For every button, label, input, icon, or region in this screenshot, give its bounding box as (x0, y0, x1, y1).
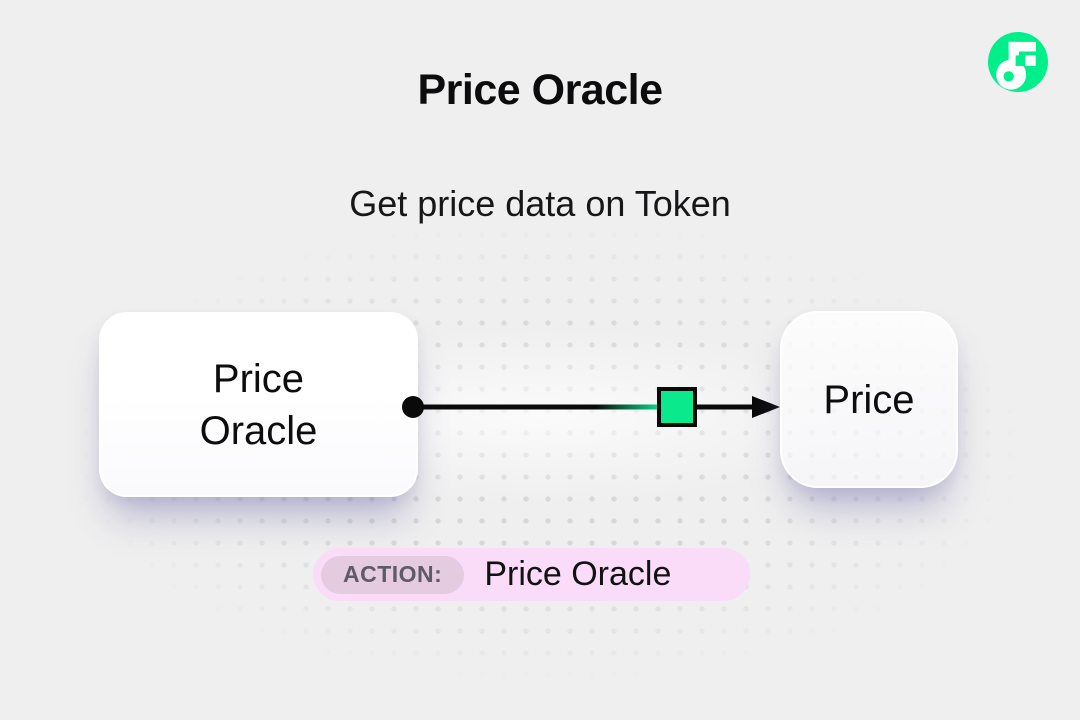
action-value: Price Oracle (484, 555, 672, 593)
node-price-oracle-label: Price Oracle (199, 356, 318, 453)
page-subtitle: Get price data on Token (349, 183, 731, 224)
node-price-oracle[interactable]: Price Oracle (99, 312, 418, 497)
action-badge: ACTION: Price Oracle (313, 548, 750, 601)
flow-logo-icon (988, 32, 1048, 92)
connector-start-dot (402, 396, 424, 418)
action-label-pill: ACTION: (321, 555, 465, 594)
page-title: Price Oracle (417, 66, 663, 114)
node-price[interactable]: Price (780, 311, 958, 488)
action-label: ACTION: (343, 561, 443, 587)
connector-marker-square (657, 387, 697, 427)
arrowhead-icon (752, 396, 780, 418)
connector-arrow (402, 387, 780, 427)
connector-line-green-fade (596, 404, 659, 410)
node-price-label: Price (823, 377, 915, 422)
